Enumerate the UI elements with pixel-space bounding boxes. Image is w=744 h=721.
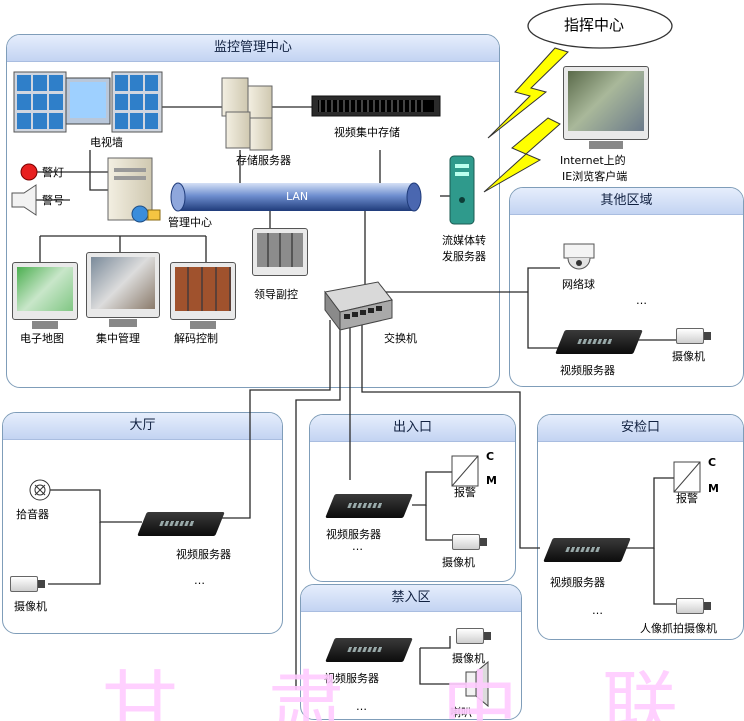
internet-client-label-1: Internet上的 (560, 154, 626, 167)
other-area-ellipsis: … (636, 294, 647, 307)
alarm-sound-label: 警号 (42, 194, 64, 207)
speaker-label: 喇叭 (450, 706, 472, 719)
hall-camera-icon (10, 576, 45, 592)
stream-server-icon (449, 155, 475, 225)
stream-server-label-2: 发服务器 (442, 250, 486, 263)
entrance-ellipsis: … (352, 540, 363, 553)
entrance-alarm-label: 报警 (454, 486, 476, 499)
storage-server-icon (221, 77, 273, 151)
switch-label: 交换机 (384, 332, 417, 345)
security-video-server-label: 视频服务器 (550, 576, 605, 589)
central-mgmt-monitor-icon (86, 252, 160, 327)
alarm-light-label: 警灯 (42, 166, 64, 179)
forbidden-zone-title: 禁入区 (301, 585, 521, 612)
hall-ellipsis: … (194, 574, 205, 587)
entrance-camera-icon (452, 534, 487, 550)
speaker-icon (465, 660, 489, 708)
entrance-alarm-icon (451, 455, 479, 487)
forbidden-ellipsis: … (356, 700, 367, 713)
command-center-cloud (527, 3, 673, 49)
other-camera-label: 摄像机 (672, 350, 705, 363)
watermark-char-1: 甘 (102, 662, 180, 721)
management-pc-icon (107, 157, 161, 223)
leader-control-label: 领导副控 (254, 288, 298, 301)
security-ellipsis: … (592, 604, 603, 617)
tv-wall-icon (13, 71, 163, 133)
video-storage-label: 视频集中存储 (334, 126, 400, 139)
e-map-label: 电子地图 (20, 332, 64, 345)
central-mgmt-label: 集中管理 (96, 332, 140, 345)
forbidden-camera-label: 摄像机 (452, 652, 485, 665)
hall-video-server-label: 视频服务器 (176, 548, 231, 561)
security-video-server-icon (543, 538, 631, 562)
entrance-c-label: C (486, 450, 495, 463)
security-alarm-label: 报警 (676, 492, 698, 505)
hall-title: 大厅 (3, 413, 282, 440)
security-check-title: 安检口 (538, 415, 743, 442)
security-c-label: C (708, 456, 717, 469)
security-alarm-icon (673, 461, 701, 493)
command-center-label: 指挥中心 (564, 16, 625, 34)
lightning-bolt-lower (483, 117, 561, 193)
security-m-label: M (708, 482, 719, 495)
lan-label: LAN (286, 190, 309, 203)
entrance-camera-label: 摄像机 (442, 556, 475, 569)
network-dome-label: 网络球 (562, 278, 595, 291)
alarm-light-icon (20, 163, 38, 181)
forbidden-camera-icon (456, 628, 491, 644)
stream-server-label-1: 流媒体转 (442, 234, 486, 247)
internet-client-label-2: IE浏览客户端 (562, 170, 628, 183)
forbidden-video-server-label: 视频服务器 (324, 672, 379, 685)
switch-icon (324, 281, 393, 332)
other-video-server-label: 视频服务器 (560, 364, 615, 377)
lightning-bolt-upper (487, 47, 569, 139)
entrance-video-server-icon (325, 494, 413, 518)
decode-control-label: 解码控制 (174, 332, 218, 345)
tv-wall-label: 电视墙 (90, 136, 123, 149)
pickup-label: 拾音器 (16, 508, 49, 521)
watermark-char-3: 中 (442, 662, 520, 721)
pickup-mic-icon (29, 479, 51, 501)
leader-control-monitor-icon (252, 228, 308, 276)
entrance-video-server-label: 视频服务器 (326, 528, 381, 541)
other-camera-icon (676, 328, 711, 344)
lan-pipe (170, 182, 422, 212)
decode-control-monitor-icon (170, 262, 236, 329)
watermark-char-2: 肃 (268, 662, 346, 721)
other-video-server-icon (555, 330, 643, 354)
storage-server-label: 存储服务器 (236, 154, 291, 167)
face-camera-label: 人像抓拍摄像机 (640, 622, 717, 635)
internet-client-monitor-icon (563, 66, 649, 149)
e-map-monitor-icon (12, 262, 78, 329)
network-dome-icon (563, 243, 595, 270)
monitoring-center-title: 监控管理中心 (7, 35, 499, 62)
watermark-char-4: 联 (602, 662, 680, 721)
other-area-title: 其他区域 (510, 188, 743, 215)
alarm-siren-icon (11, 184, 37, 216)
hall-video-server-icon (137, 512, 225, 536)
video-storage-rack-icon (311, 95, 441, 117)
entrance-m-label: M (486, 474, 497, 487)
mgmt-center-label: 管理中心 (168, 216, 212, 229)
hall-camera-label: 摄像机 (14, 600, 47, 613)
entrance-title: 出入口 (310, 415, 515, 442)
face-camera-icon (676, 598, 711, 614)
